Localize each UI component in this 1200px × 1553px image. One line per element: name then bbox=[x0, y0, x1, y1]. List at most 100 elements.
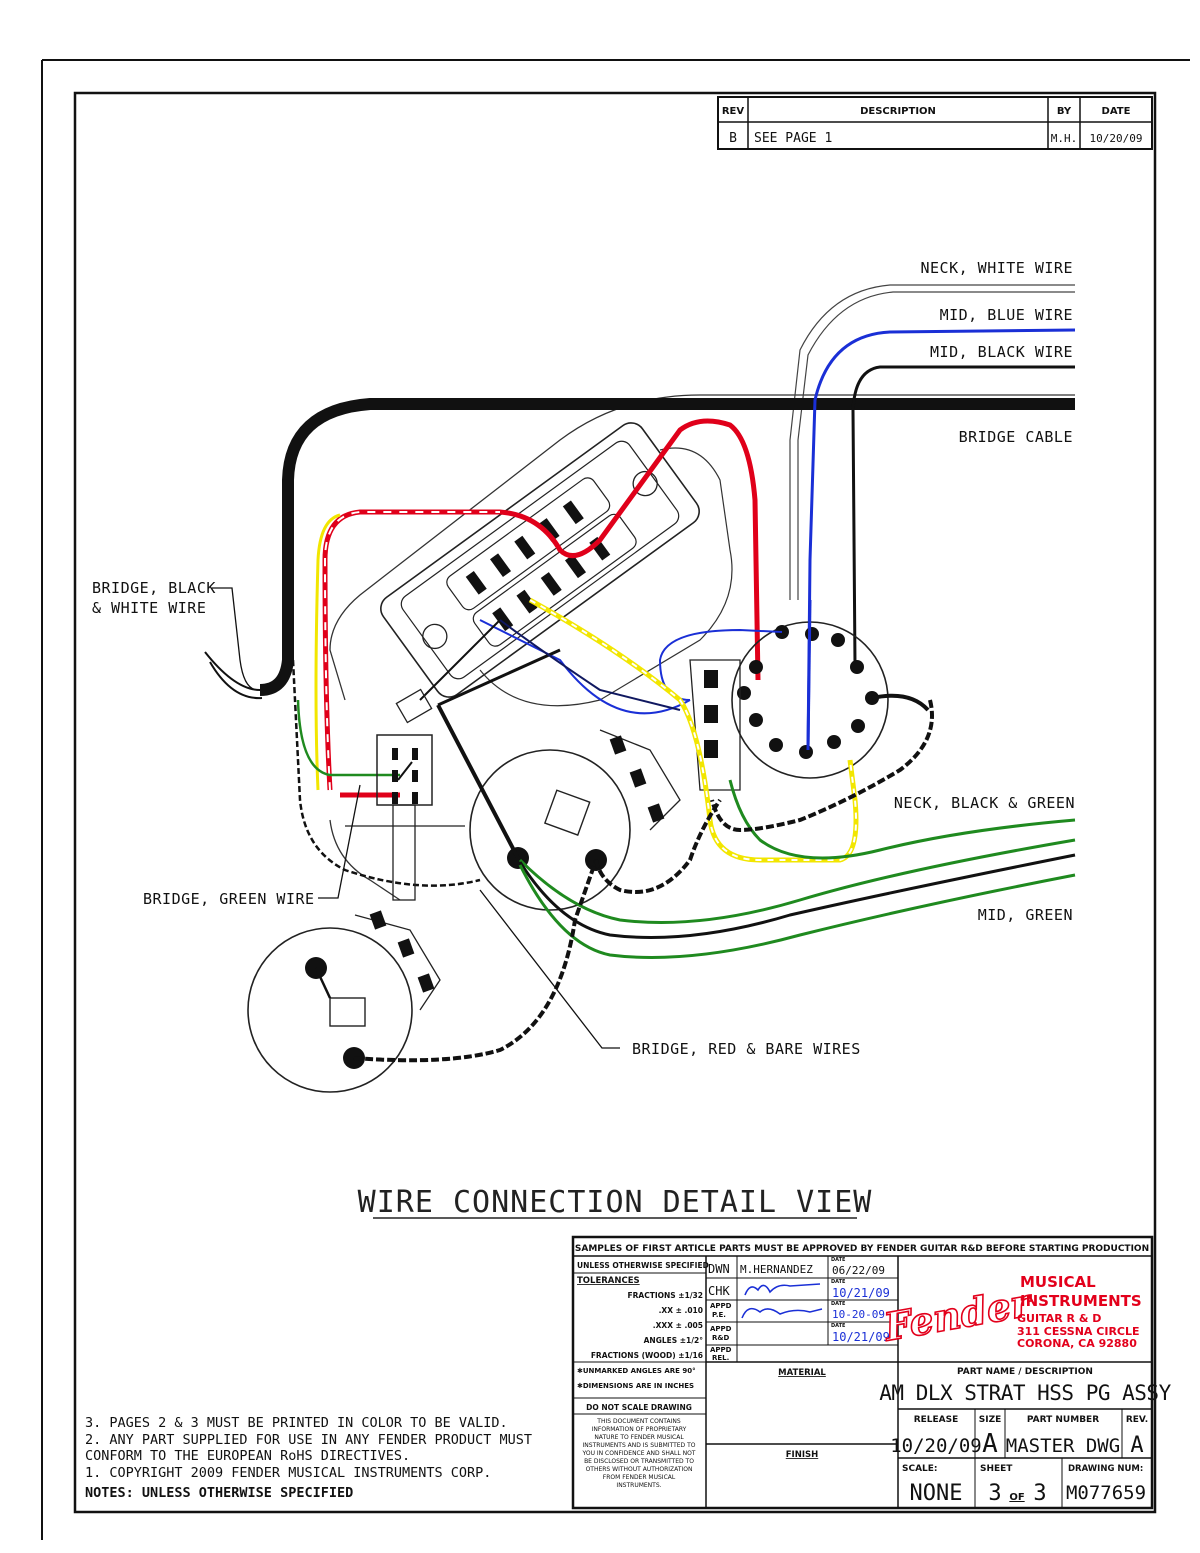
label-neck-black-green: NECK, BLACK & GREEN bbox=[894, 794, 1075, 812]
volume-pot bbox=[469, 749, 631, 911]
switch-tab bbox=[395, 688, 433, 724]
address-line-2: 311 CESSNA CIRCLE bbox=[1017, 1325, 1140, 1338]
navy-wire bbox=[499, 619, 681, 711]
company-name-2: INSTRUMENTS bbox=[1020, 1292, 1142, 1310]
chk-date-tag: DATE bbox=[831, 1279, 846, 1285]
part-name-label: PART NAME / DESCRIPTION bbox=[957, 1367, 1093, 1377]
bridge-cable-tail bbox=[204, 651, 261, 691]
appd-pe-label-2: P.E. bbox=[712, 1311, 726, 1319]
view-title: WIRE CONNECTION DETAIL VIEW bbox=[358, 1185, 873, 1220]
tol-xxx: .XXX ± .005 bbox=[653, 1321, 703, 1330]
do-not-scale: DO NOT SCALE DRAWING bbox=[586, 1403, 692, 1412]
black-wire-hb-switch bbox=[437, 648, 561, 707]
rev-value: B bbox=[729, 131, 737, 146]
material-label: MATERIAL bbox=[778, 1368, 826, 1378]
bridge-green-wire bbox=[296, 699, 400, 777]
switch-terminal-1 bbox=[704, 670, 718, 688]
yellow-wire-stripe bbox=[529, 599, 857, 861]
dwn-date: 06/22/09 bbox=[832, 1264, 885, 1277]
part-number-label: PART NUMBER bbox=[1027, 1415, 1099, 1425]
confidential-line-9: INSTRUMENTS. bbox=[616, 1482, 661, 1489]
jack-black-white-wire bbox=[353, 859, 598, 1063]
appd-pe-date: 10-20-09 bbox=[832, 1308, 885, 1321]
drawing-num-label: DRAWING NUM: bbox=[1068, 1464, 1143, 1474]
sheet-total: 3 bbox=[1033, 1481, 1046, 1506]
neck-white-wire-a bbox=[789, 284, 1075, 600]
drawing-frame bbox=[73, 91, 1157, 1514]
appd-rd-date: 10/21/09 bbox=[832, 1330, 890, 1344]
by-value: M.H. bbox=[1051, 132, 1078, 145]
confidential-line-4: INSTRUMENTS AND IS SUBMITTED TO bbox=[583, 1442, 696, 1449]
black-wire-hb bbox=[419, 619, 501, 701]
revision-block: REV DESCRIPTION BY DATE B SEE PAGE 1 M.H… bbox=[717, 96, 1153, 150]
unless-specified: UNLESS OTHERWISE SPECIFIED bbox=[577, 1261, 709, 1270]
label-bridge-black-1: BRIDGE, BLACK bbox=[92, 579, 216, 597]
appd-pe-date-tag: DATE bbox=[831, 1301, 846, 1307]
date-header: DATE bbox=[1102, 106, 1131, 117]
title-banner: SAMPLES OF FIRST ARTICLE PARTS MUST BE A… bbox=[575, 1244, 1149, 1254]
label-bridge-red-bare: BRIDGE, RED & BARE WIRES bbox=[632, 1040, 861, 1058]
blue-wire-loop bbox=[658, 628, 783, 701]
pickguard-outline bbox=[329, 394, 1075, 701]
volume-pot-lug bbox=[543, 789, 591, 836]
appd-rd-date-tag: DATE bbox=[831, 1323, 846, 1329]
date-value: 10/20/09 bbox=[1090, 132, 1143, 145]
notes-block: 3. PAGES 2 & 3 MUST BE PRINTED IN COLOR … bbox=[85, 1415, 532, 1501]
jack-wire-1 bbox=[314, 967, 332, 999]
dimensions-inches: ✱DIMENSIONS ARE IN INCHES bbox=[577, 1382, 694, 1390]
scale-value: NONE bbox=[910, 1481, 963, 1506]
address-line-1: GUITAR R & D bbox=[1017, 1312, 1101, 1325]
dwn-name: M.HERNANDEZ bbox=[740, 1263, 813, 1276]
output-jack-pot bbox=[247, 927, 413, 1093]
pickup-lead-outline bbox=[479, 447, 733, 707]
note-2a: 2. ANY PART SUPPLIED FOR USE IN ANY FEND… bbox=[85, 1432, 532, 1448]
description-value: SEE PAGE 1 bbox=[754, 131, 832, 146]
leader-bridge-black bbox=[212, 587, 259, 691]
confidential-line-2: INFORMATION OF PROPRIETARY bbox=[592, 1426, 687, 1433]
dwn-date-tag: DATE bbox=[831, 1257, 846, 1263]
tol-xx: .XX ± .010 bbox=[659, 1306, 703, 1315]
size-label: SIZE bbox=[979, 1415, 1002, 1425]
label-neck-white: NECK, WHITE WIRE bbox=[921, 259, 1074, 277]
title-block: SAMPLES OF FIRST ARTICLE PARTS MUST BE A… bbox=[571, 1235, 1172, 1510]
wiring-diagram bbox=[204, 284, 1076, 1093]
mid-green-wire bbox=[518, 838, 1076, 924]
sheet-label: SHEET bbox=[980, 1464, 1013, 1474]
bridge-cable-tail-b bbox=[209, 661, 263, 700]
appd-rel-label-1: APPD bbox=[710, 1346, 732, 1354]
release-date: 10/20/09 bbox=[890, 1435, 982, 1457]
bridge-red-wire-stripe bbox=[323, 511, 500, 791]
bridge-yellow-trace bbox=[314, 513, 341, 791]
mid-blue-wire bbox=[806, 328, 1076, 751]
drawing-number: M077659 bbox=[1066, 1482, 1146, 1504]
dwn-label: DWN bbox=[708, 1262, 730, 1276]
unmarked-angles: ✱UNMARKED ANGLES ARE 90° bbox=[577, 1367, 696, 1375]
confidential-line-5: YOU IN CONFIDENCE AND SHALL NOT bbox=[582, 1450, 696, 1457]
note-2b: CONFORM TO THE EUROPEAN RoHS DIRECTIVES. bbox=[85, 1448, 410, 1464]
label-mid-black: MID, BLACK WIRE bbox=[930, 343, 1073, 361]
appd-pe-label-1: APPD bbox=[710, 1302, 732, 1310]
mid-black-to-pot bbox=[518, 853, 1076, 939]
confidential-line-6: BE DISCLOSED OR TRANSMITTED TO bbox=[584, 1458, 694, 1465]
tol-angles: ANGLES ±1/2° bbox=[644, 1336, 704, 1345]
chk-signature bbox=[744, 1283, 821, 1296]
volume-pot-lugs bbox=[599, 729, 681, 831]
bridge-black-white-wire bbox=[291, 659, 481, 887]
confidential-line-8: FROM FENDER MUSICAL bbox=[603, 1474, 676, 1481]
label-mid-green: MID, GREEN bbox=[978, 906, 1073, 924]
mid-black-wire bbox=[851, 365, 1075, 666]
jack-lugs bbox=[354, 910, 441, 1011]
black-wire-hb-pot bbox=[436, 704, 520, 859]
bridge-red-wire bbox=[322, 418, 761, 791]
part-number: MASTER DWG bbox=[1006, 1435, 1120, 1457]
appd-pe-signature bbox=[741, 1307, 823, 1319]
company-name-1: MUSICAL bbox=[1020, 1273, 1096, 1291]
scale-label: SCALE: bbox=[902, 1464, 938, 1474]
appd-rel-label-2: REL. bbox=[712, 1354, 729, 1362]
pickguard-edge bbox=[329, 819, 401, 901]
label-bridge-green: BRIDGE, GREEN WIRE bbox=[143, 890, 315, 908]
rev-header: REV bbox=[722, 106, 745, 117]
rev-value-tb: A bbox=[1130, 1433, 1143, 1458]
coil-switch bbox=[345, 734, 465, 901]
